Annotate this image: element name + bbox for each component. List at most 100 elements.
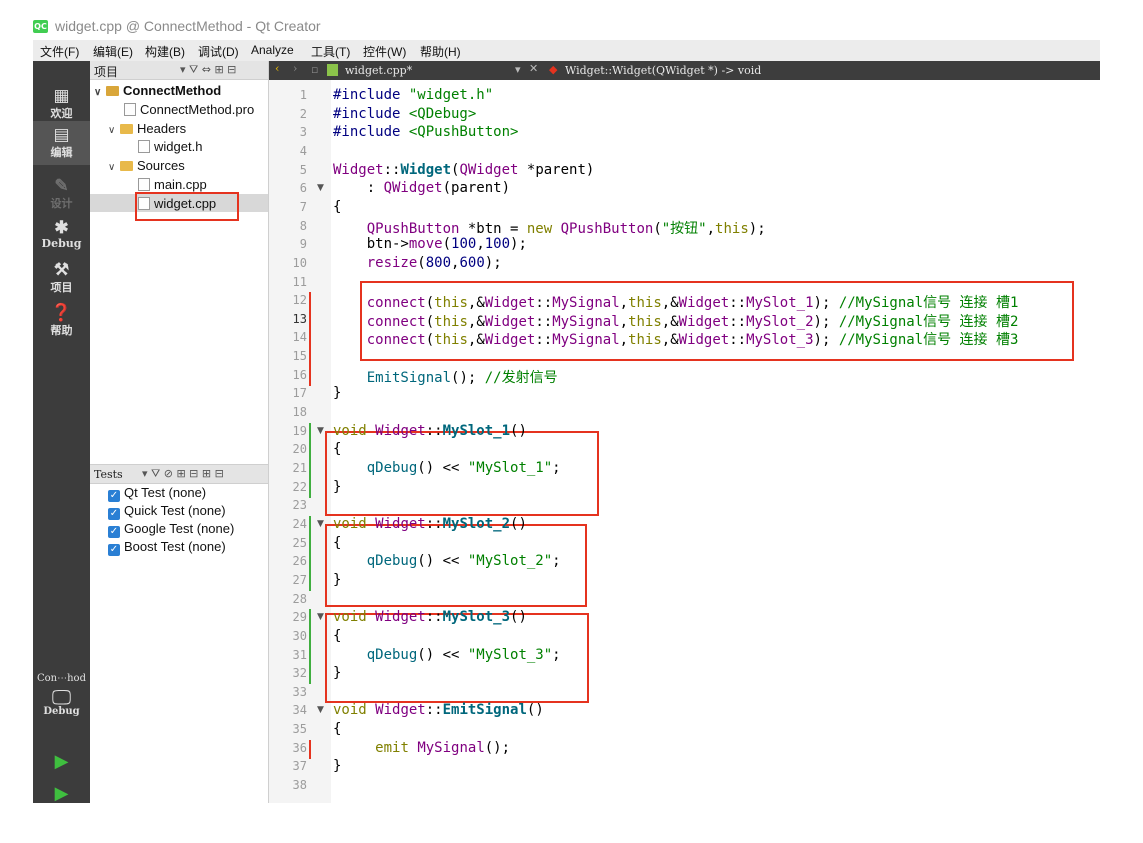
tree-item-widget-cpp[interactable]: widget.cpp (138, 196, 216, 211)
kit-selector[interactable]: Con⋯hod 🖵 Debug (33, 673, 90, 717)
run-button[interactable]: ▶ (33, 751, 90, 772)
code-line[interactable]: qDebug() << "MySlot_1"; (366, 460, 561, 476)
symbol-selector[interactable]: Widget::Widget(QWidget *) -> void (565, 64, 762, 77)
tree-item-main-cpp[interactable]: main.cpp (138, 177, 207, 192)
menu-controls[interactable]: 控件(W) (363, 45, 407, 59)
menu-file[interactable]: 文件(F) (40, 45, 80, 59)
code-line[interactable]: } (333, 665, 342, 682)
code-line[interactable]: qDebug() << "MySlot_3"; (366, 646, 561, 663)
debug-run-button[interactable]: ▶ (33, 783, 90, 804)
kit-project-name: Con⋯hod (37, 673, 86, 684)
mode-projects[interactable]: ⚒ 项目 (33, 261, 90, 295)
line-number: 33 (292, 684, 307, 699)
code-line[interactable]: } (333, 571, 342, 588)
menu-build[interactable]: 构建(B) (145, 45, 185, 59)
test-item-qt[interactable]: ✓Qt Test (none) (108, 485, 207, 502)
mode-design[interactable]: ✎ 设计 (33, 177, 90, 211)
code-line[interactable]: } (333, 478, 342, 495)
highlight-box-connect-calls (360, 281, 1074, 361)
code-line[interactable]: #include <QDebug> (333, 105, 477, 122)
tests-panel-toolbar: Tests ▾ ⛛ ⊘ ⊞ ⊟ ⊞ ⊟ (90, 464, 268, 484)
title-bar: QC widget.cpp @ ConnectMethod - Qt Creat… (33, 17, 1103, 39)
menu-tools[interactable]: 工具(T) (311, 45, 351, 59)
code-line[interactable]: { (333, 721, 342, 738)
mode-debug[interactable]: ✱ Debug (33, 219, 90, 250)
code-line[interactable]: void Widget::MySlot_1() (333, 422, 527, 439)
tree-selection-highlight (90, 194, 268, 212)
folder-icon (120, 161, 133, 171)
test-item-boost[interactable]: ✓Boost Test (none) (108, 539, 226, 556)
help-icon: ❓ (50, 303, 73, 323)
tree-root[interactable]: ∨ConnectMethod (94, 83, 222, 98)
tree-item-sources[interactable]: ∨Sources (108, 158, 185, 173)
tree-item-headers[interactable]: ∨Headers (108, 121, 187, 136)
line-number: 35 (292, 722, 307, 737)
panel-filter-icons[interactable]: ▾ ⛛ ⇔ ⊞ ⊟ (180, 63, 237, 76)
project-icon (106, 86, 119, 96)
code-line[interactable]: EmitSignal(); //发射信号 (366, 369, 558, 386)
line-number: 10 (292, 255, 307, 270)
tests-filter-icons[interactable]: ▾ ⛛ ⊘ ⊞ ⊟ ⊞ ⊟ (142, 467, 224, 480)
editor-file-tab[interactable]: widget.cpp* (345, 64, 413, 77)
change-marker (309, 292, 311, 312)
change-marker (309, 515, 311, 535)
line-number: 36 (292, 740, 307, 755)
mode-help[interactable]: ❓ 帮助 (33, 304, 90, 338)
code-line[interactable]: void Widget::MySlot_2() (333, 515, 527, 532)
code-line[interactable]: { (333, 627, 342, 644)
menu-debug[interactable]: 调试(D) (198, 45, 239, 59)
code-line[interactable]: #include "widget.h" (333, 87, 494, 103)
line-number: 22 (292, 479, 307, 494)
code-line[interactable]: btn->move(100,100); (333, 236, 527, 253)
code-line[interactable]: } (333, 758, 342, 775)
mode-edit[interactable]: ▤ 编辑 (33, 121, 90, 165)
menu-edit[interactable]: 编辑(E) (93, 45, 133, 59)
code-line[interactable]: qDebug() << "MySlot_2"; (366, 553, 561, 570)
fold-arrow-icon[interactable]: ▼ (317, 705, 324, 716)
fold-arrow-icon[interactable]: ▼ (317, 425, 324, 436)
fold-arrow-icon[interactable]: ▼ (317, 612, 324, 623)
code-line[interactable]: Widget::Widget(QWidget *parent) (333, 161, 595, 178)
cpp-file-icon (138, 197, 150, 210)
change-marker (309, 310, 311, 330)
tree-item-widget-h[interactable]: widget.h (138, 139, 202, 154)
code-line[interactable]: #include <QPushButton> (333, 124, 519, 141)
code-line[interactable]: void Widget::MySlot_3() (333, 609, 527, 626)
code-line[interactable]: { (333, 534, 342, 551)
menu-help[interactable]: 帮助(H) (420, 45, 461, 59)
code-editor[interactable]: ‹ › ▫ widget.cpp* ▾ ✕ ◆ Widget::Widget(Q… (269, 61, 1100, 803)
tree-item-pro[interactable]: ConnectMethod.pro (124, 102, 254, 117)
code-line[interactable]: { (333, 198, 342, 215)
wrench-icon: ⚒ (53, 260, 70, 280)
highlight-box-myslot1 (325, 431, 599, 516)
code-line[interactable]: connect(this,&Widget::MySignal,this,&Wid… (366, 313, 1019, 330)
folder-icon (120, 124, 133, 134)
close-file-icon[interactable]: ✕ (529, 62, 539, 75)
code-line[interactable]: } (333, 385, 342, 402)
mode-welcome[interactable]: ▦ 欢迎 (33, 87, 90, 121)
line-number: 32 (292, 666, 307, 681)
nav-back-icon[interactable]: ‹ (275, 62, 280, 75)
code-line[interactable]: connect(this,&Widget::MySignal,this,&Wid… (366, 295, 1019, 312)
code-line[interactable]: : QWidget(parent) (333, 180, 511, 197)
line-number: 37 (292, 759, 307, 774)
test-item-google[interactable]: ✓Google Test (none) (108, 521, 235, 538)
checkbox-checked-icon: ✓ (108, 490, 120, 502)
window-title: widget.cpp @ ConnectMethod - Qt Creator (55, 18, 321, 34)
code-line[interactable]: void Widget::EmitSignal() (333, 702, 544, 719)
code-line[interactable]: connect(this,&Widget::MySignal,this,&Wid… (366, 332, 1019, 349)
code-line[interactable]: { (333, 441, 342, 458)
line-number: 17 (292, 386, 307, 401)
dropdown-arrow-icon[interactable]: ▾ (515, 63, 521, 76)
code-line[interactable]: QPushButton *btn = new QPushButton("按钮",… (366, 220, 766, 237)
fold-arrow-icon[interactable]: ▼ (317, 183, 324, 194)
mode-sidebar: ▦ 欢迎 ▤ 编辑 ✎ 设计 ✱ Debug ⚒ 项目 ❓ 帮助 Con⋯hod… (33, 61, 90, 804)
code-line[interactable]: emit MySignal(); (375, 739, 511, 756)
fold-arrow-icon[interactable]: ▼ (317, 518, 324, 529)
menu-analyze[interactable]: Analyze (251, 43, 294, 57)
run-icon: ▶ (54, 751, 69, 772)
test-item-quick[interactable]: ✓Quick Test (none) (108, 503, 226, 520)
debug-run-icon: ▶ (54, 783, 69, 804)
nav-forward-icon[interactable]: › (293, 62, 298, 75)
code-line[interactable]: resize(800,600); (366, 254, 502, 271)
